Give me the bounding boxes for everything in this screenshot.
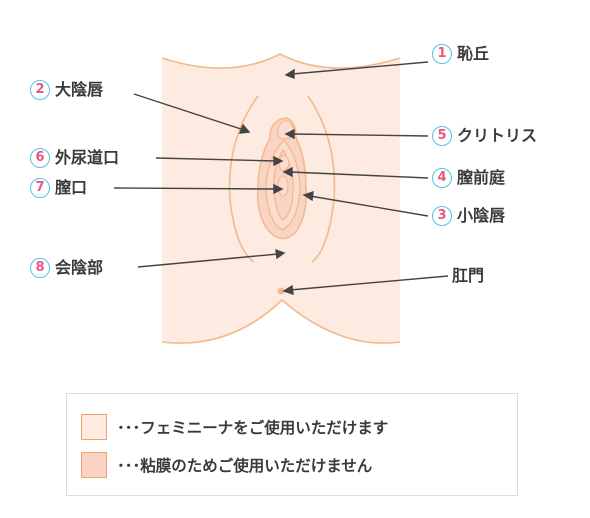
arrow-mons bbox=[284, 68, 295, 80]
label-clitoris: 5 クリトリス bbox=[432, 126, 537, 146]
urethral-opening bbox=[278, 154, 290, 171]
arrow-vaginal-opening bbox=[273, 183, 284, 195]
label-text: 膣前庭 bbox=[457, 168, 506, 187]
label-text: 小陰唇 bbox=[457, 206, 506, 225]
label-text: 恥丘 bbox=[457, 44, 490, 63]
label-text: 肛門 bbox=[452, 266, 485, 285]
label-text: 会陰部 bbox=[55, 258, 104, 277]
label-number: 2 bbox=[30, 80, 50, 100]
label-number: 1 bbox=[432, 44, 452, 64]
label-labia-majora: 2 大陰唇 bbox=[30, 80, 103, 100]
labia-majora-outline bbox=[228, 95, 259, 263]
arrow-perineum bbox=[275, 248, 286, 260]
arrow-labia-majora bbox=[238, 123, 251, 134]
legend-box: ･･･フェミニーナをご使用いただけます ･･･粘膜のためご使用いただけません bbox=[66, 393, 518, 496]
buttocks-contour-line bbox=[161, 298, 401, 344]
leader-urethral-opening bbox=[155, 157, 277, 162]
label-labia-minora: 3 小陰唇 bbox=[432, 206, 505, 226]
label-number: 7 bbox=[30, 178, 50, 198]
label-urethral-opening: 6 外尿道口 bbox=[30, 148, 119, 168]
label-anus: 肛門 bbox=[452, 266, 484, 286]
anus-dot bbox=[277, 287, 285, 295]
arrow-anus bbox=[282, 284, 294, 296]
legend-swatch-skin bbox=[81, 414, 107, 440]
label-number: 3 bbox=[432, 206, 452, 226]
leader-lines bbox=[113, 61, 449, 296]
arrow-clitoris bbox=[284, 128, 295, 140]
label-mons: 1 恥丘 bbox=[432, 44, 489, 64]
arrow-urethral-opening bbox=[273, 155, 284, 167]
label-number: 5 bbox=[432, 126, 452, 146]
label-vestibule: 4 膣前庭 bbox=[432, 168, 505, 188]
arrow-vestibule bbox=[282, 166, 293, 178]
label-vaginal-opening: 7 膣口 bbox=[30, 178, 87, 198]
label-number: 6 bbox=[30, 148, 50, 168]
legend-row-not-usable: ･･･粘膜のためご使用いただけません bbox=[81, 452, 372, 478]
label-number: 8 bbox=[30, 258, 50, 278]
leader-vaginal-opening bbox=[113, 187, 277, 190]
legend-text-usable: ･･･フェミニーナをご使用いただけます bbox=[117, 419, 389, 437]
legend-swatch-mucosa bbox=[81, 452, 107, 478]
upper-contour-line bbox=[161, 53, 401, 69]
leader-vestibule bbox=[289, 171, 429, 179]
legend-text-not-usable: ･･･粘膜のためご使用いただけません bbox=[117, 457, 373, 475]
vaginal-opening bbox=[277, 175, 289, 197]
leader-anus bbox=[289, 275, 449, 291]
leader-labia-majora bbox=[133, 93, 245, 131]
legend-row-usable: ･･･フェミニーナをご使用いただけます bbox=[81, 414, 388, 440]
label-text: クリトリス bbox=[457, 126, 538, 145]
label-text: 外尿道口 bbox=[55, 148, 120, 167]
leader-clitoris bbox=[291, 133, 429, 137]
label-text: 膣口 bbox=[55, 178, 88, 197]
arrow-labia-minora bbox=[302, 190, 314, 202]
label-perineum: 8 会陰部 bbox=[30, 258, 103, 278]
label-text: 大陰唇 bbox=[55, 80, 104, 99]
leader-labia-minora bbox=[309, 195, 429, 217]
leader-mons bbox=[291, 61, 429, 75]
label-number: 4 bbox=[432, 168, 452, 188]
leader-perineum bbox=[137, 253, 279, 268]
